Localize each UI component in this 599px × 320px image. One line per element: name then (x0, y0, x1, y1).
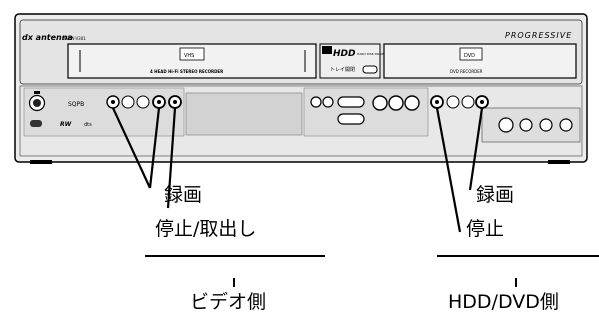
leader-line-left-stop (166, 107, 177, 209)
left-section-label: ビデオ側 (190, 291, 267, 313)
dub-dvd-hdd-button[interactable] (337, 113, 365, 125)
brand-logo: dx antenna (22, 33, 73, 42)
tray-open-label: トレイ開閉 (330, 67, 355, 73)
dvd-logo-box (459, 47, 483, 61)
channel-up-button[interactable] (322, 96, 334, 108)
s-video-jack (498, 117, 514, 133)
right-section-label: HDD/DVD側 (448, 291, 559, 313)
video-jack (519, 118, 533, 132)
front-inputs (498, 117, 573, 133)
vhs-logo: VHS (184, 53, 194, 59)
channel-down-button[interactable] (310, 96, 322, 108)
center-control-panel (303, 87, 429, 137)
sqpb-label: SQPB (68, 101, 84, 108)
leader-line-left-record-2 (112, 107, 151, 189)
hdd-sub: HARD DISK DRIVE (357, 52, 384, 56)
right-callout-record: 録画 (476, 184, 515, 206)
model-label: DXRW-V301 (62, 36, 86, 41)
right-foot (548, 160, 570, 164)
rw-logo: RW (60, 121, 72, 128)
leader-line-right-stop (468, 107, 484, 191)
left-foot (30, 160, 52, 164)
dvd-logo: DVD (464, 53, 475, 59)
leader-line-right-record (435, 107, 462, 233)
leader-line-left-record (148, 107, 161, 189)
center-display (185, 92, 303, 136)
center-controls (310, 95, 420, 125)
dvd-play-button[interactable] (461, 95, 475, 109)
dvd-caption: DVD RECORDER (450, 69, 483, 74)
g-logo (30, 120, 42, 127)
right-callout-stop: 停止 (466, 218, 505, 240)
hdd-logo: HDD (333, 49, 356, 59)
hdd-select-button[interactable] (388, 95, 404, 111)
dts-logo: dts (84, 122, 92, 128)
audio-l-jack (539, 118, 553, 132)
dvd-select-button[interactable] (404, 95, 420, 111)
vhs-button-row (106, 95, 182, 109)
video-select-button[interactable] (372, 95, 388, 111)
vcr-caption: 4 HEAD Hi-Fi STEREO RECORDER (150, 69, 223, 74)
right-section-rule (437, 255, 599, 257)
vhs-slot (67, 43, 317, 79)
vhs-ffwd-button[interactable] (136, 95, 150, 109)
dub-vhs-dvd-button[interactable] (337, 96, 365, 108)
audio-r-jack (559, 118, 573, 132)
left-section-tick (233, 278, 235, 287)
left-section-rule (145, 255, 325, 257)
tray-open-button[interactable] (362, 65, 378, 74)
left-callout-stop-eject: 停止/取出し (155, 218, 257, 240)
right-section-tick (515, 278, 517, 287)
vhs-rewind-button[interactable] (121, 95, 135, 109)
left-callout-record: 録画 (164, 184, 203, 206)
hdd-badge (322, 46, 332, 54)
series-mark: PROGRESSIVE (505, 31, 572, 40)
dvd-button-row (430, 95, 489, 109)
dvd-stop-button[interactable] (446, 95, 460, 109)
vhs-logo-box (179, 47, 205, 61)
